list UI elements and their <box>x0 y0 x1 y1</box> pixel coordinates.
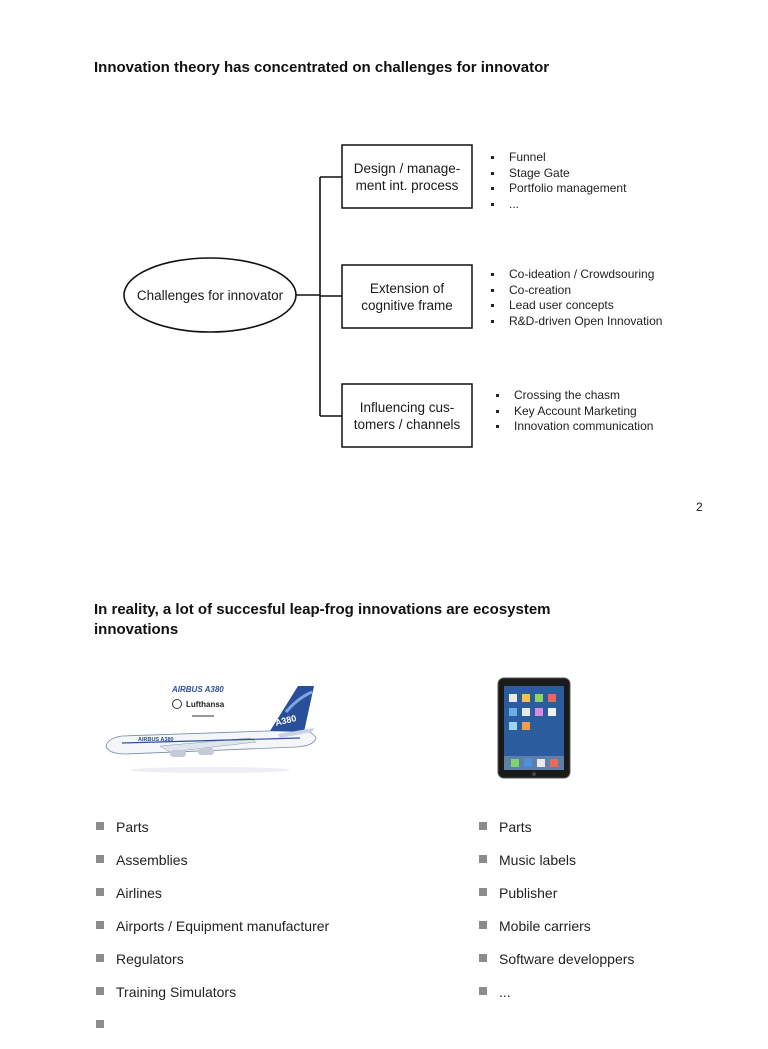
airbus-ecosystem-list: Parts Assemblies Airlines Airports / Equ… <box>96 818 329 1049</box>
list-item: Parts <box>479 818 634 851</box>
app-icon <box>522 708 530 716</box>
slide-innovation-theory: Innovation theory has concentrated on ch… <box>94 59 703 514</box>
bullet-item: Co-creation <box>489 283 662 299</box>
influence-bullets: Crossing the chasm Key Account Marketing… <box>494 388 653 435</box>
app-icon <box>535 708 543 716</box>
branch-extension-label: Extension of cognitive frame <box>361 280 453 313</box>
app-icon <box>509 708 517 716</box>
bullet-item: Innovation communication <box>494 419 653 435</box>
list-item: Music labels <box>479 851 634 884</box>
app-icon <box>548 708 556 716</box>
list-item: Parts <box>96 818 329 851</box>
lufthansa-logo-text: Lufthansa <box>186 700 225 709</box>
bullet-item: Lead user concepts <box>489 298 662 314</box>
list-item: Publisher <box>479 884 634 917</box>
app-icon <box>522 694 530 702</box>
lufthansa-crane-icon <box>172 699 182 709</box>
slide-title: Innovation theory has concentrated on ch… <box>94 59 550 76</box>
bullet-item: ... <box>489 197 626 213</box>
design-bullets: Funnel Stage Gate Portfolio management .… <box>489 150 626 212</box>
list-item: Airlines <box>96 884 329 917</box>
engine <box>170 750 186 757</box>
list-item: Software developpers <box>479 950 634 983</box>
list-item: ... <box>479 983 634 1016</box>
challenges-diagram <box>123 144 473 448</box>
branch-design-label: Design / manage-ment int. process <box>353 160 461 193</box>
page-number: 2 <box>696 500 703 514</box>
box-design-frame <box>341 144 473 209</box>
bullet-item: R&D-driven Open Innovation <box>489 314 662 330</box>
app-icon <box>509 694 517 702</box>
box-influence-frame <box>341 383 473 448</box>
engine <box>198 748 214 755</box>
extension-bullets: Co-ideation / Crowdsouring Co-creation L… <box>489 267 662 329</box>
app-icon <box>537 759 545 767</box>
bullet-item: Key Account Marketing <box>494 404 653 420</box>
list-item: Assemblies <box>96 851 329 884</box>
app-icon <box>509 722 517 730</box>
logo-caption-mark <box>192 715 214 717</box>
ground-shadow <box>130 767 290 773</box>
list-item: Airports / Equipment manufacturer <box>96 917 329 950</box>
airplane-icon: AIRBUS A380 Lufthansa A380 AIRBUS A380 <box>105 685 317 773</box>
bullet-item: Funnel <box>489 150 626 166</box>
app-icon <box>548 694 556 702</box>
app-icon <box>550 759 558 767</box>
cheatline <box>121 737 301 744</box>
bullet-item: Crossing the chasm <box>494 388 653 404</box>
center-node-label: Challenges for innovator <box>136 287 284 303</box>
fuselage-text: AIRBUS A380 <box>138 737 174 743</box>
horizontal-stabilizer <box>278 728 314 738</box>
ipad-ecosystem-list: Parts Music labels Publisher Mobile carr… <box>479 818 634 1016</box>
list-item <box>96 1016 329 1049</box>
list-item: Mobile carriers <box>479 917 634 950</box>
app-icon <box>535 694 543 702</box>
tablet-icon <box>497 677 571 779</box>
app-icon <box>522 722 530 730</box>
box-extension-frame <box>341 264 473 329</box>
branch-influence-label: Influencing cus-tomers / channels <box>353 399 461 432</box>
bullet-item: Stage Gate <box>489 166 626 182</box>
tail-swoosh <box>284 690 313 713</box>
app-icon <box>524 759 532 767</box>
bullet-item: Portfolio management <box>489 181 626 197</box>
bullet-item: Co-ideation / Crowdsouring <box>489 267 662 283</box>
home-button <box>532 772 536 776</box>
list-item: Regulators <box>96 950 329 983</box>
airbus-logo-text: AIRBUS A380 <box>171 685 224 694</box>
slide-title: In reality, a lot of succesful leap-frog… <box>94 601 551 638</box>
list-item: Training Simulators <box>96 983 329 1016</box>
app-icon <box>511 759 519 767</box>
slide-ecosystem-innovations: In reality, a lot of succesful leap-frog… <box>0 570 768 1028</box>
